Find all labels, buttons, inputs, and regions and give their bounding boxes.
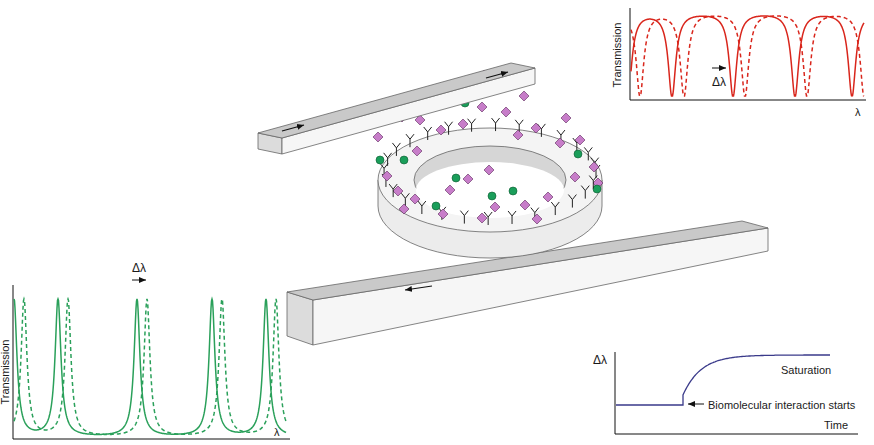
light-direction-arrow — [405, 286, 432, 290]
axis-title: Δλ — [593, 354, 607, 367]
through-port-spectrum — [630, 8, 866, 100]
shift-label: Δλ — [712, 76, 726, 89]
axis-title: λ — [274, 426, 280, 438]
shift-label: Δλ — [132, 262, 146, 275]
biomolecules-front — [389, 176, 597, 225]
shift-vs-time-plot — [615, 352, 858, 434]
curve-annotation: Saturation — [781, 364, 831, 376]
light-direction-arrow — [486, 72, 508, 78]
ring-resonator — [378, 128, 602, 258]
drop-port-spectrum — [13, 280, 290, 439]
light-direction-arrow — [282, 125, 304, 131]
curve-annotation: Biomolecular interaction starts — [708, 399, 855, 411]
axis-title: Transmission — [611, 23, 623, 88]
axis-title: Transmission — [0, 340, 11, 405]
axis-title: λ — [855, 106, 861, 118]
bus-waveguide — [258, 63, 535, 154]
axis-title: Time — [824, 419, 848, 431]
